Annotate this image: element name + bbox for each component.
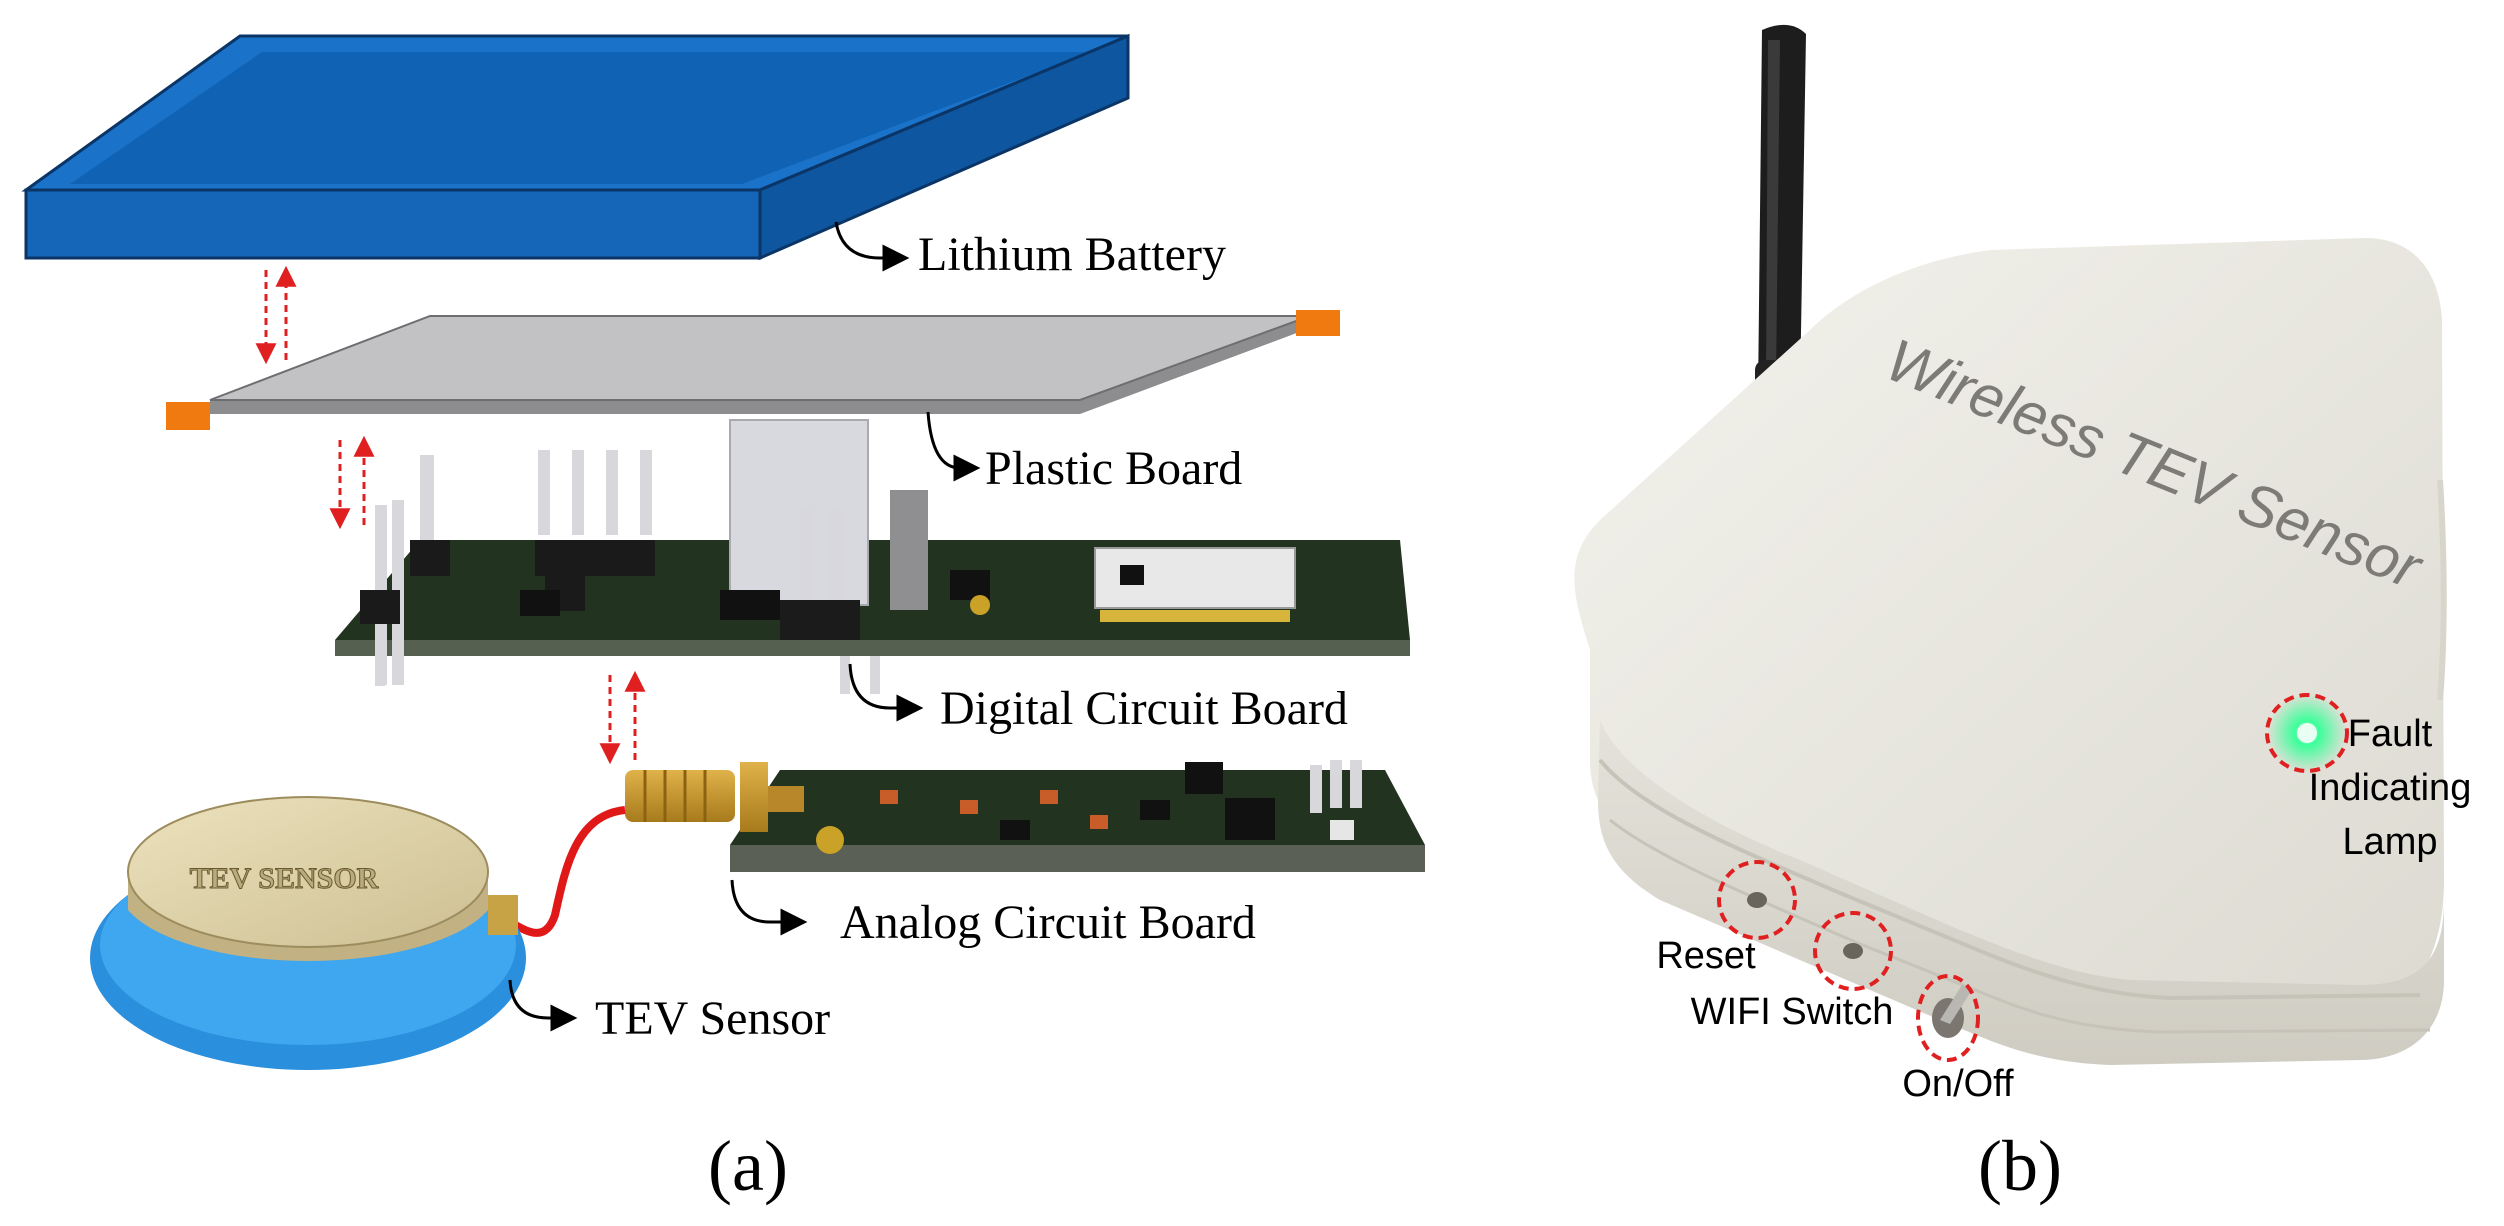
label-analog-circuit-board: Analog Circuit Board — [840, 896, 1256, 949]
device-enclosure — [1574, 238, 2447, 1065]
callout-on-off: On/Off — [1902, 1063, 2014, 1105]
tev-sensor-puck: TEV SENSOR — [90, 796, 526, 1070]
board-corner-left — [166, 402, 210, 430]
fault-lamp-highlight — [2265, 693, 2349, 773]
on-off-highlight — [1916, 974, 1980, 1062]
analog-circuit-board — [730, 760, 1425, 872]
digital-circuit-board — [335, 419, 1410, 694]
sensor-engraving: TEV SENSOR — [190, 862, 379, 895]
leader-analog-board — [730, 879, 808, 936]
callout-fault-line2: Indicating — [2309, 767, 2472, 809]
plastic-board — [166, 310, 1340, 430]
sma-connector — [625, 762, 804, 832]
label-tev-sensor: TEV Sensor — [595, 992, 830, 1045]
callout-fault-line3: Lamp — [2342, 821, 2437, 863]
panel-a-caption: (a) — [708, 1126, 788, 1206]
callout-fault-line1: Fault — [2348, 713, 2433, 755]
label-plastic-board: Plastic Board — [985, 442, 1242, 495]
label-lithium-battery: Lithium Battery — [918, 228, 1226, 281]
panel-b-caption: (b) — [1978, 1126, 2062, 1206]
callout-reset: Reset — [1656, 935, 1756, 977]
leader-tev-sensor — [508, 979, 578, 1032]
reset-highlight — [1717, 860, 1797, 940]
lithium-battery-tray — [21, 33, 1130, 261]
sensor-cable — [508, 806, 626, 937]
wifi-switch-highlight — [1813, 911, 1893, 991]
panel-a: TEV SENSOR Lithium Battery Plastic Board… — [21, 33, 1425, 1206]
wifi-switch-hole — [1843, 943, 1863, 959]
label-leaders — [508, 221, 981, 1032]
callout-wifi-switch: WIFI Switch — [1691, 991, 1894, 1033]
fault-led — [2297, 723, 2317, 743]
reset-hole — [1747, 892, 1767, 908]
panel-b: Wireless TEV Sensor Fault Indicating Lam… — [1574, 24, 2472, 1206]
label-digital-circuit-board: Digital Circuit Board — [940, 682, 1348, 735]
leader-battery — [834, 221, 910, 272]
assembly-arrows — [255, 265, 646, 765]
on-off-toggle — [1932, 985, 1972, 1038]
board-corner-right — [1296, 310, 1340, 336]
leader-plastic-board — [926, 411, 981, 482]
leader-digital-board — [848, 663, 924, 722]
